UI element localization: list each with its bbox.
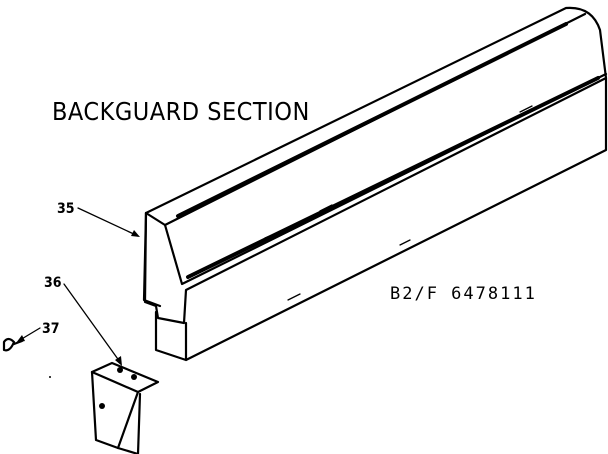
- mounting-bracket: [90, 361, 160, 454]
- backguard-panel: [142, 6, 608, 362]
- callout-36-label: 36: [44, 275, 62, 291]
- backguard-shading: [264, 105, 533, 301]
- callout-35-leader: [77, 207, 139, 237]
- bracket-side-face: [116, 392, 142, 454]
- callout-35-label: 35: [57, 201, 75, 217]
- callout-37-arrowhead: [16, 335, 25, 343]
- screw-head: [2, 337, 16, 352]
- bracket-front-face: [90, 370, 140, 450]
- bracket-hole-top-1: [117, 367, 123, 373]
- backguard-top-highlight: [176, 22, 568, 218]
- bracket-hole-top-2: [131, 374, 137, 380]
- callout-36-leader: [63, 283, 121, 363]
- bracket-top-flange: [90, 361, 160, 394]
- backguard-outline: [143, 6, 608, 325]
- bracket-hole-front: [99, 403, 105, 409]
- callout-35-arrowhead: [131, 230, 140, 237]
- speck: [49, 376, 51, 378]
- part-code: B2/F 6478111: [390, 284, 537, 304]
- callout-36-arrowhead: [115, 356, 122, 366]
- backguard-end-cap: [142, 211, 162, 308]
- diagram-title: BACKGUARD SECTION: [52, 97, 310, 126]
- backguard-slope-highlight: [186, 76, 600, 279]
- callout-37-label: 37: [42, 321, 60, 337]
- backguard-skirt: [154, 76, 608, 362]
